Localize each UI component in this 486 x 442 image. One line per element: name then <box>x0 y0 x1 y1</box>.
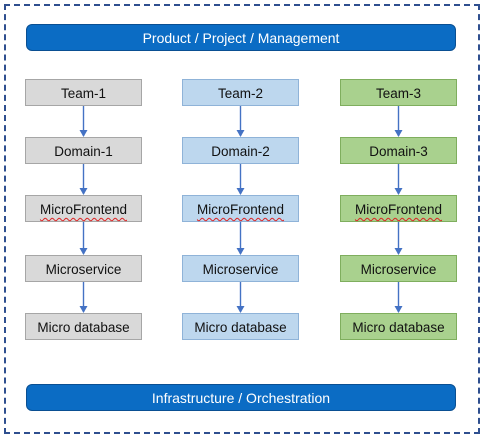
infrastructure-banner: Infrastructure / Orchestration <box>26 384 456 411</box>
domain-1-box: Domain-1 <box>25 137 142 164</box>
microfrontend-3-box: MicroFrontend <box>340 195 457 222</box>
microservice-1-box: Microservice <box>25 255 142 282</box>
team-1-box: Team-1 <box>25 79 142 106</box>
micro-database-2-box: Micro database <box>182 313 299 340</box>
microfrontend-2-label: MicroFrontend <box>196 202 285 217</box>
microfrontend-3-label: MicroFrontend <box>354 202 443 217</box>
microfrontend-1-label: MicroFrontend <box>39 202 128 217</box>
domain-3-box: Domain-3 <box>340 137 457 164</box>
microfrontend-2-box: MicroFrontend <box>182 195 299 222</box>
domain-2-box: Domain-2 <box>182 137 299 164</box>
micro-database-3-box: Micro database <box>340 313 457 340</box>
diagram-frame <box>4 4 480 434</box>
micro-database-1-box: Micro database <box>25 313 142 340</box>
microfrontend-1-box: MicroFrontend <box>25 195 142 222</box>
team-2-box: Team-2 <box>182 79 299 106</box>
management-banner: Product / Project / Management <box>26 24 456 51</box>
microservice-2-box: Microservice <box>182 255 299 282</box>
microservice-3-box: Microservice <box>340 255 457 282</box>
team-3-box: Team-3 <box>340 79 457 106</box>
